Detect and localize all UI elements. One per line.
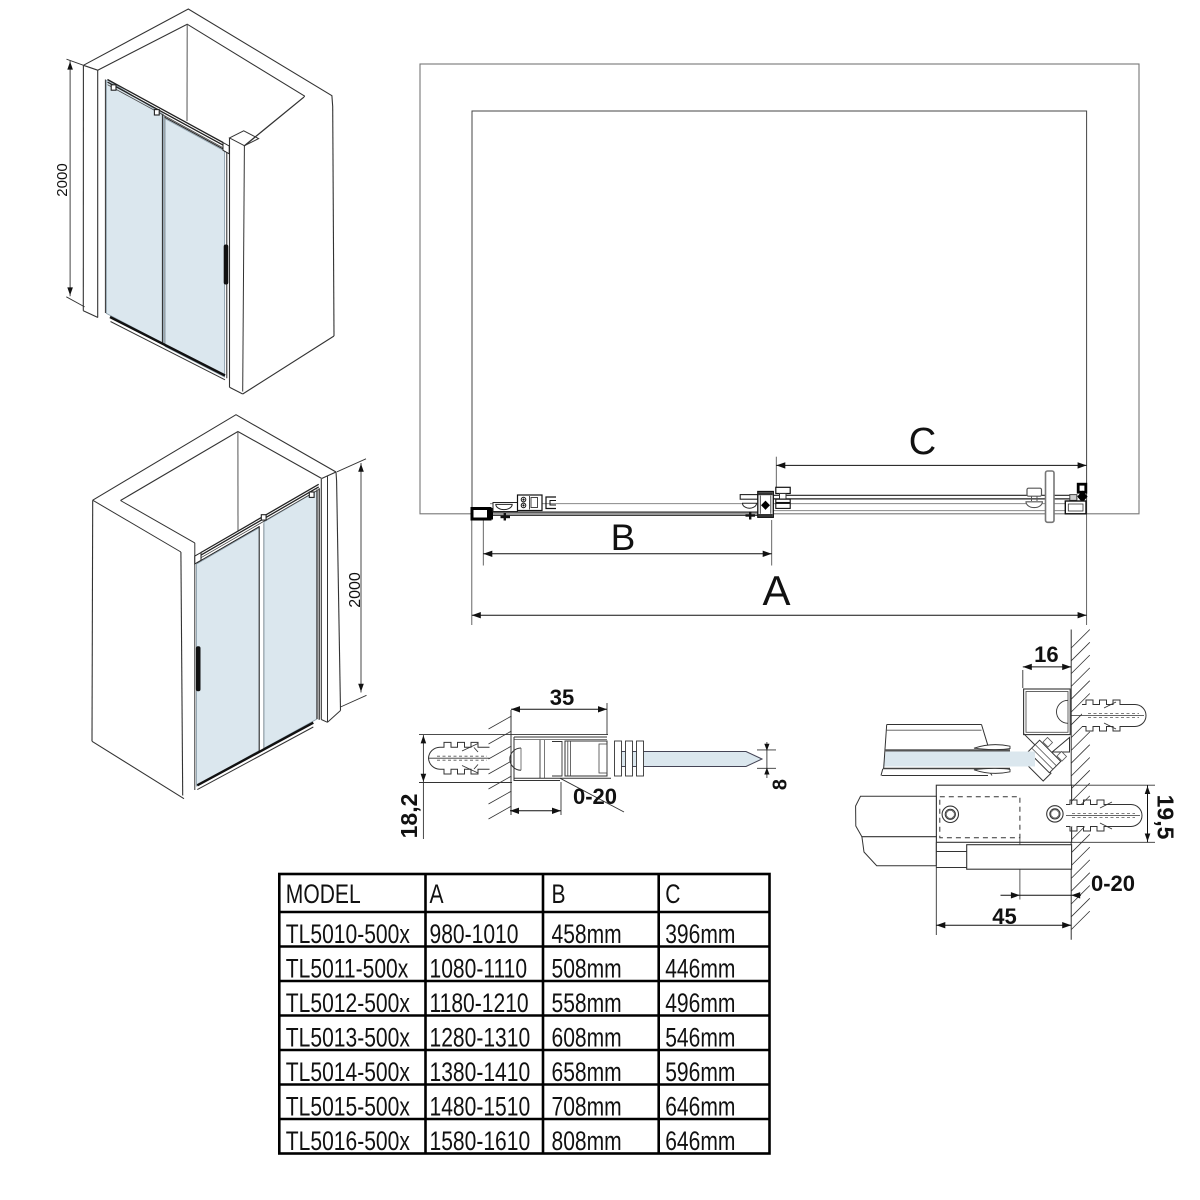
svg-text:808mm: 808mm: [552, 1126, 622, 1156]
svg-text:496mm: 496mm: [665, 988, 735, 1018]
svg-text:B: B: [552, 879, 566, 909]
svg-text:8: 8: [770, 779, 792, 790]
svg-text:658mm: 658mm: [552, 1057, 622, 1087]
svg-text:646mm: 646mm: [665, 1126, 735, 1156]
svg-text:980-1010: 980-1010: [430, 919, 519, 949]
svg-text:0-20: 0-20: [1091, 871, 1135, 896]
svg-text:TL5010-500x: TL5010-500x: [286, 919, 410, 949]
svg-text:608mm: 608mm: [552, 1023, 622, 1053]
svg-text:458mm: 458mm: [552, 919, 622, 949]
svg-text:TL5016-500x: TL5016-500x: [286, 1126, 410, 1156]
svg-text:45: 45: [992, 904, 1016, 929]
svg-text:1380-1410: 1380-1410: [430, 1057, 531, 1087]
svg-text:1580-1610: 1580-1610: [430, 1126, 531, 1156]
svg-text:TL5013-500x: TL5013-500x: [286, 1023, 410, 1053]
svg-text:C: C: [909, 421, 936, 463]
svg-text:A: A: [762, 567, 790, 614]
svg-text:18,2: 18,2: [396, 794, 422, 839]
svg-text:MODEL: MODEL: [286, 879, 361, 909]
svg-text:TL5015-500x: TL5015-500x: [286, 1092, 410, 1122]
svg-text:1480-1510: 1480-1510: [430, 1092, 531, 1122]
svg-text:446mm: 446mm: [665, 954, 735, 984]
svg-text:558mm: 558mm: [552, 988, 622, 1018]
svg-text:646mm: 646mm: [665, 1092, 735, 1122]
svg-text:16: 16: [1034, 642, 1058, 667]
svg-text:396mm: 396mm: [665, 919, 735, 949]
svg-text:2000: 2000: [54, 163, 71, 196]
svg-text:C: C: [665, 879, 680, 909]
svg-text:TL5011-500x: TL5011-500x: [286, 954, 409, 984]
svg-text:19,5: 19,5: [1153, 795, 1179, 840]
svg-text:B: B: [611, 517, 636, 558]
svg-text:A: A: [430, 879, 445, 909]
svg-text:708mm: 708mm: [552, 1092, 622, 1122]
svg-text:TL5014-500x: TL5014-500x: [286, 1057, 410, 1087]
svg-text:1280-1310: 1280-1310: [430, 1023, 531, 1053]
svg-text:1180-1210: 1180-1210: [430, 988, 529, 1018]
svg-text:2000: 2000: [347, 572, 364, 608]
svg-text:508mm: 508mm: [552, 954, 622, 984]
svg-text:596mm: 596mm: [665, 1057, 735, 1087]
svg-text:546mm: 546mm: [665, 1023, 735, 1053]
svg-text:TL5012-500x: TL5012-500x: [286, 988, 410, 1018]
svg-text:1080-1110: 1080-1110: [430, 954, 528, 984]
svg-text:0-20: 0-20: [573, 784, 617, 809]
svg-text:35: 35: [550, 685, 574, 710]
